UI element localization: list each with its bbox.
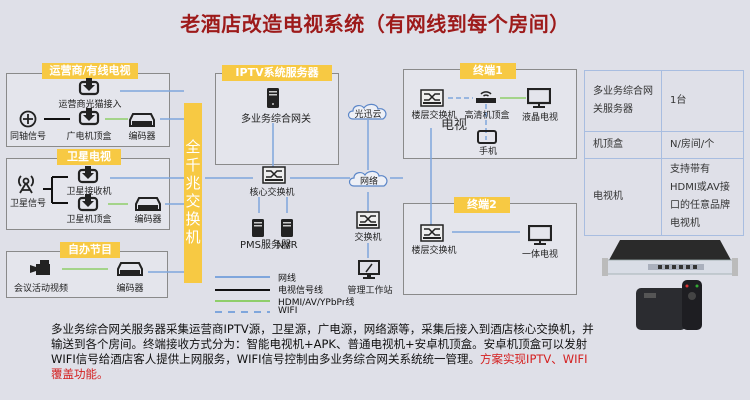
core-switch-label: 核心交换机 [249,188,295,198]
signal-line [43,176,68,204]
gateway-label: 多业务综合网关 [241,114,311,125]
legend-signal-label: 电视信号线 [278,286,324,296]
server-top [608,240,732,262]
cloud-top-label: 光迅云 [354,110,382,120]
terminal1-tag: 终端1 [460,63,516,79]
spec-value: 支持带有HDMI或AV接口的任意品牌电视机 [661,158,744,236]
table-row: 机顶盒 N/房间/个 [584,131,744,159]
satellite-antenna-icon [18,175,34,194]
set-top-box [636,288,686,330]
lcd-tv-icon [527,88,551,108]
coax-plus-icon [19,110,37,128]
hardware-image [602,240,738,330]
self-program-tag: 自办节目 [60,242,120,258]
terminal2-tag: 终端2 [454,197,510,213]
spec-value: 1台 [661,70,744,132]
description-paragraph: 多业务综合网关服务器采集运营商IPTV源，卫星源，广电源，网络源等，采集后接入到… [51,322,596,382]
iptv-tag: IPTV系统服务器 [222,65,332,81]
satellite-receiver-label: 卫星接收机 [66,187,112,197]
encoder-label: 编码器 [128,132,156,142]
spec-item: 电视机 [584,158,662,236]
table-row: 电视机 支持带有HDMI或AV接口的任意品牌电视机 [584,158,744,236]
tv-label: 一体电视 [521,250,558,260]
video-camera-icon [30,260,50,275]
encoder-label: 编码器 [134,215,162,225]
phone-label: 手机 [478,147,497,157]
workstation-label: 管理工作站 [347,286,393,296]
table-row: 多业务综合网关服务器 1台 [584,70,744,132]
cloud-icon [347,103,387,120]
pms-server-label: PMS服务器 [240,240,292,251]
network-cloud-icon [348,170,388,187]
core-switch-icon [262,166,286,184]
encoder-label: 编码器 [116,284,144,294]
spec-item: 机顶盒 [584,131,662,159]
terminal1-group [403,69,577,159]
phone-icon [477,130,497,144]
stb-label: 广电机顶盒 [66,132,112,142]
satellite-stb-label: 卫星机顶盒 [66,215,112,225]
description-highlight: 方案实现IPTV、WIFI覆盖功能。 [51,352,588,381]
tv-icon [528,225,552,245]
encoder-icon [117,262,143,276]
spec-value: N/房间/个 [661,131,744,159]
satellite-stb-icon [77,194,99,212]
remote-control [682,280,702,330]
switch-label: 交换机 [354,233,382,243]
terminal2-group [403,203,577,295]
page-title: 老酒店改造电视系统（有网线到每个房间） [180,12,570,36]
floor-switch-label: 楼层交换机 [411,111,457,121]
server-icon [267,88,279,108]
encoder-icon [135,197,161,211]
iptv-server-group [215,73,339,165]
floor-switch-label: 楼层交换机 [411,246,457,256]
satellite-signal-label: 卫星信号 [9,199,46,209]
router-icon [476,91,496,103]
floor-switch-icon [420,89,444,107]
gigabit-switch-bar: 全千兆交换机 [184,103,202,283]
floor-switch-icon [420,224,444,242]
satellite-tag: 卫星电视 [57,149,121,165]
description-text: 多业务综合网关服务器采集运营商IPTV源，卫星源，广电源，网络源等，采集后接入到… [51,322,594,366]
optical-modem-icon [78,78,100,96]
legend-wifi-label: WIFI [278,306,298,316]
spec-table: 多业务综合网关服务器 1台 机顶盒 N/房间/个 电视机 支持带有HDMI或AV… [584,70,744,236]
spec-item: 多业务综合网关服务器 [584,70,662,132]
optical-modem-label: 运营商光猫接入 [58,100,122,110]
satellite-receiver-icon [77,166,99,184]
legend-network-label: 网线 [278,274,297,284]
legend-hdmi-label: HDMI/AV/YPbPr线 [278,298,355,308]
coax-label: 同轴信号 [9,132,46,142]
nvr-label: NVR [276,240,298,251]
video-source-label: 会议活动视频 [13,284,68,294]
lcd-tv-label: 液晶电视 [521,113,558,123]
network-cloud-label: 网络 [359,177,378,187]
switch-icon [356,211,380,229]
encoder-icon [129,113,155,127]
hd-stb-label: 高清机顶盒 [464,111,510,121]
tv-overlay-text: 电视 [440,118,467,133]
stb-icon [78,108,100,126]
nvr-icon [281,219,293,237]
operator-tag: 运营商/有线电视 [42,63,138,79]
workstation-icon [358,260,380,279]
pms-server-icon [252,219,264,237]
